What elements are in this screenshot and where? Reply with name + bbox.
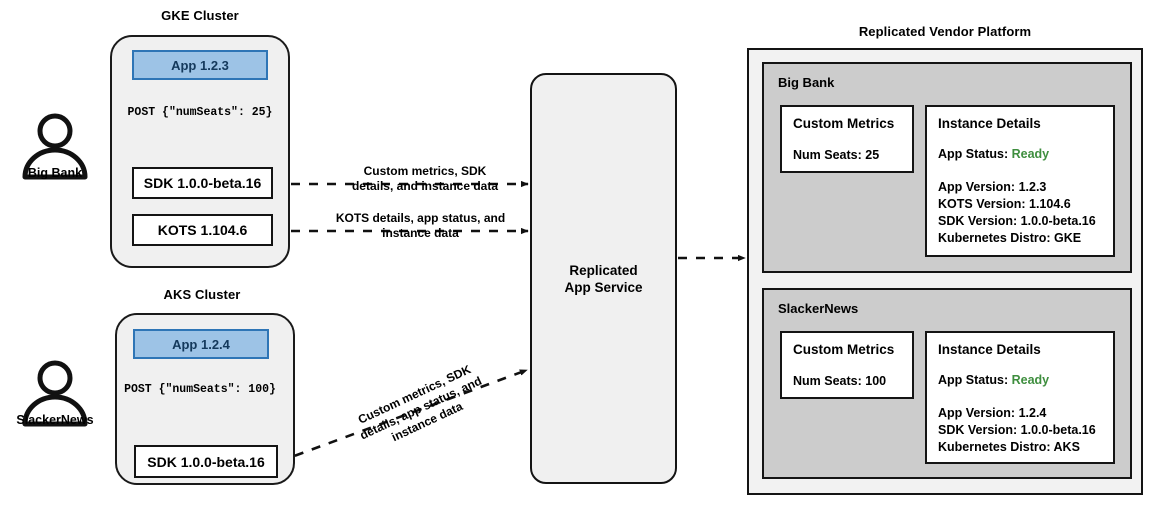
service-line-1: Replicated [569, 262, 638, 278]
tenant-box-slackernews: SlackerNews Custom Metrics Num Seats: 10… [762, 288, 1132, 479]
instance-row: SDK Version: 1.0.0-beta.16 [938, 214, 1096, 228]
replicated-app-service-box[interactable]: Replicated App Service [530, 73, 677, 484]
instance-details-panel: Instance Details App Status: Ready App V… [925, 331, 1115, 464]
aks-app-box[interactable]: App 1.2.4 [133, 329, 269, 359]
instance-row: KOTS Version: 1.104.6 [938, 197, 1071, 211]
metric-row: Num Seats: 100 [793, 374, 887, 388]
metric-row: Num Seats: 25 [793, 148, 880, 162]
aks-cluster-title: AKS Cluster [163, 287, 241, 302]
actor-label-slackernews: SlackerNews [16, 413, 94, 427]
edge-label-line-2: instance data [382, 226, 459, 240]
app-status-label: App Status: [938, 147, 1012, 161]
app-status-label: App Status: [938, 373, 1012, 387]
custom-metrics-panel: Custom Metrics Num Seats: 25 [780, 105, 914, 173]
instance-row: Kubernetes Distro: GKE [938, 231, 1082, 245]
gke-sdk-box[interactable]: SDK 1.0.0-beta.16 [132, 167, 273, 199]
arrow-aks-sdk-to-service [277, 368, 528, 464]
person-icon [22, 113, 88, 180]
tenant-box-big-bank: Big Bank Custom Metrics Num Seats: 25 In… [762, 62, 1132, 273]
edge-label-line-2: details, and instance data [351, 179, 499, 193]
panel-title: Custom Metrics [793, 342, 895, 357]
tenant-title: SlackerNews [778, 301, 859, 316]
gke-post-label: POST {"numSeats": 25} [127, 106, 273, 119]
instance-details-panel: Instance Details App Status: Ready App V… [925, 105, 1115, 257]
instance-row: Kubernetes Distro: AKS [938, 440, 1080, 454]
actor-label-big-bank: Big Bank [27, 166, 83, 180]
service-line-2: App Service [564, 279, 643, 295]
tenant-title: Big Bank [778, 75, 835, 90]
instance-row: SDK Version: 1.0.0-beta.16 [938, 423, 1096, 437]
status-badge: Ready [1011, 373, 1050, 387]
panel-title: Custom Metrics [793, 116, 895, 131]
platform-title: Replicated Vendor Platform [858, 24, 1032, 39]
custom-metrics-panel: Custom Metrics Num Seats: 100 [780, 331, 914, 399]
panel-title: Instance Details [938, 342, 1041, 357]
gke-kots-box[interactable]: KOTS 1.104.6 [132, 214, 273, 246]
instance-row: App Version: 1.2.4 [938, 406, 1047, 420]
status-badge: Ready [1011, 147, 1050, 161]
edge-label-sdk-to-service: Custom metrics, SDK details, and instanc… [330, 164, 520, 194]
edge-label-kots-to-service: KOTS details, app status, and instance d… [318, 211, 523, 241]
panel-title: Instance Details [938, 116, 1041, 131]
app-status-row: App Status: Ready [938, 147, 1049, 161]
aks-sdk-box[interactable]: SDK 1.0.0-beta.16 [134, 445, 278, 478]
gke-cluster-title: GKE Cluster [161, 8, 239, 23]
edge-label-line-1: Custom metrics, SDK [363, 164, 487, 178]
instance-row: App Version: 1.2.3 [938, 180, 1047, 194]
app-status-row: App Status: Ready [938, 373, 1049, 387]
edge-label-line-1: KOTS details, app status, and [335, 211, 506, 225]
gke-app-box[interactable]: App 1.2.3 [132, 50, 268, 80]
aks-post-label: POST {"numSeats": 100} [124, 383, 276, 396]
person-icon [22, 360, 88, 427]
